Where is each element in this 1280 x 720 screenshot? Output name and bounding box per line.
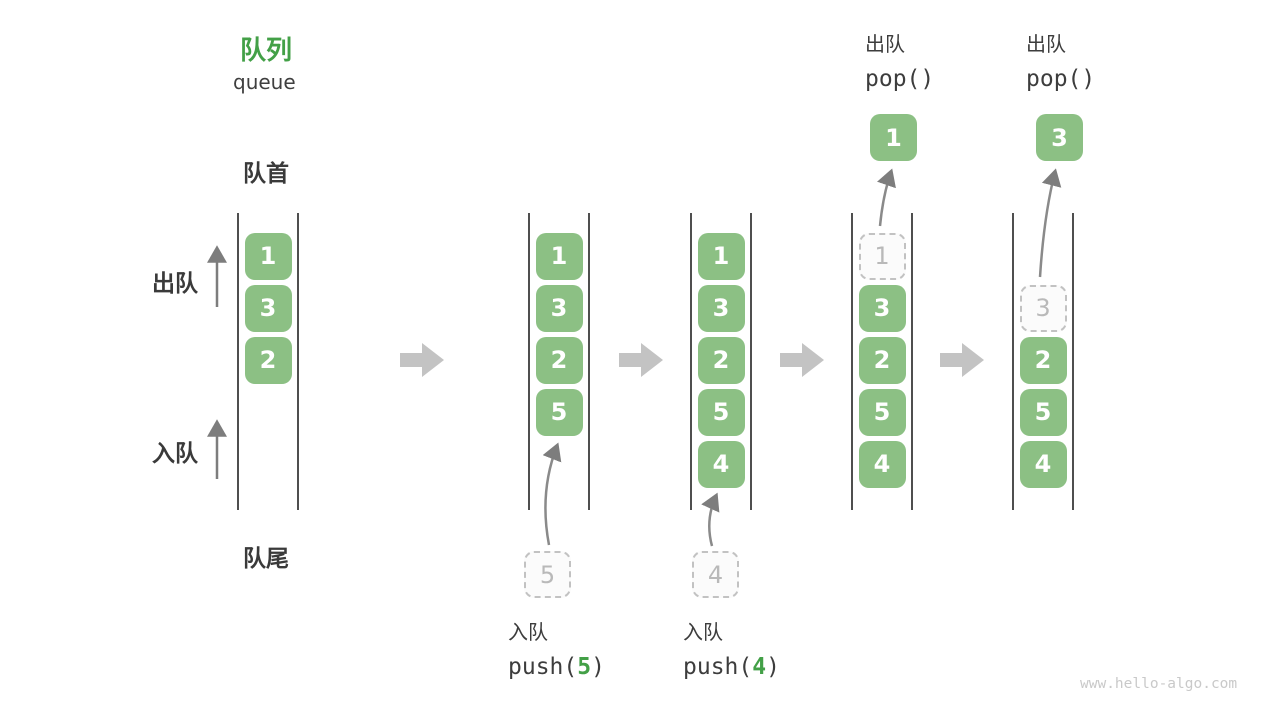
queue-item: 2 bbox=[858, 336, 906, 384]
diagram-title-en: queue bbox=[233, 70, 296, 94]
code-text: ) bbox=[591, 654, 605, 680]
queue-item: 4 bbox=[697, 440, 745, 488]
code-text: pop( bbox=[1026, 66, 1082, 92]
queue-item: 1 bbox=[697, 232, 745, 280]
queue-item: 1 bbox=[535, 232, 583, 280]
queue-item: 5 bbox=[1019, 388, 1067, 436]
queue-column-3 bbox=[690, 213, 752, 510]
popped-item: 3 bbox=[1036, 114, 1083, 161]
code-arg: 4 bbox=[752, 654, 767, 680]
queue-column-4 bbox=[851, 213, 913, 510]
operation-label: 出队 pop() bbox=[865, 30, 934, 92]
queue-item: 3 bbox=[697, 284, 745, 332]
queue-item: 4 bbox=[1019, 440, 1067, 488]
queue-column-5 bbox=[1012, 213, 1074, 510]
popped-item: 1 bbox=[870, 114, 917, 161]
queue-front-label: 队首 bbox=[243, 161, 289, 187]
queue-item: 5 bbox=[535, 388, 583, 436]
operation-code: pop() bbox=[1026, 66, 1095, 92]
queue-item: 2 bbox=[535, 336, 583, 384]
operation-name: 出队 bbox=[865, 32, 905, 56]
operation-code: pop() bbox=[865, 66, 934, 92]
queue-item: 2 bbox=[1019, 336, 1067, 384]
queue-item: 4 bbox=[858, 440, 906, 488]
next-state-arrow-icon bbox=[940, 343, 984, 377]
code-text: ) bbox=[766, 654, 780, 680]
next-state-arrow-icon bbox=[619, 343, 663, 377]
operation-label: 入队 push(5) bbox=[508, 618, 605, 680]
operation-name: 入队 bbox=[508, 620, 548, 644]
code-text: push( bbox=[508, 654, 578, 680]
watermark: www.hello-algo.com bbox=[1080, 676, 1238, 692]
push-5-arrow-icon bbox=[542, 442, 562, 546]
enqueue-side-label: 入队 bbox=[152, 441, 198, 467]
queue-item: 5 bbox=[858, 388, 906, 436]
dequeue-side-label: 出队 bbox=[152, 271, 198, 297]
queue-item: 3 bbox=[244, 284, 292, 332]
queue-item: 3 bbox=[858, 284, 906, 332]
operation-code: push(4) bbox=[683, 654, 780, 680]
operation-label: 入队 push(4) bbox=[683, 618, 780, 680]
queue-item: 2 bbox=[697, 336, 745, 384]
queue-item-ghost: 1 bbox=[858, 232, 906, 280]
operation-name: 入队 bbox=[683, 620, 723, 644]
pop-1-arrow-icon bbox=[877, 168, 896, 227]
pending-item: 5 bbox=[524, 551, 571, 598]
operation-name: 出队 bbox=[1026, 32, 1066, 56]
queue-column-2 bbox=[528, 213, 590, 510]
operation-label: 出队 pop() bbox=[1026, 30, 1095, 92]
queue-item: 5 bbox=[697, 388, 745, 436]
code-text: ) bbox=[1081, 66, 1096, 92]
queue-column-1 bbox=[237, 213, 299, 510]
diagram-title-zh: 队列 bbox=[240, 36, 293, 66]
pop-3-arrow-icon bbox=[1038, 168, 1062, 278]
code-text: pop( bbox=[865, 66, 921, 92]
next-state-arrow-icon bbox=[780, 343, 824, 377]
code-text: push( bbox=[683, 654, 753, 680]
pending-item: 4 bbox=[692, 551, 739, 598]
code-text: ) bbox=[920, 66, 935, 92]
next-state-arrow-icon bbox=[400, 343, 444, 377]
code-arg: 5 bbox=[577, 654, 592, 680]
queue-item: 3 bbox=[535, 284, 583, 332]
queue-item-ghost: 3 bbox=[1019, 284, 1067, 332]
queue-item: 2 bbox=[244, 336, 292, 384]
operation-code: push(5) bbox=[508, 654, 605, 680]
queue-rear-label: 队尾 bbox=[243, 546, 289, 572]
queue-item: 1 bbox=[244, 232, 292, 280]
push-4-arrow-icon bbox=[701, 492, 720, 547]
